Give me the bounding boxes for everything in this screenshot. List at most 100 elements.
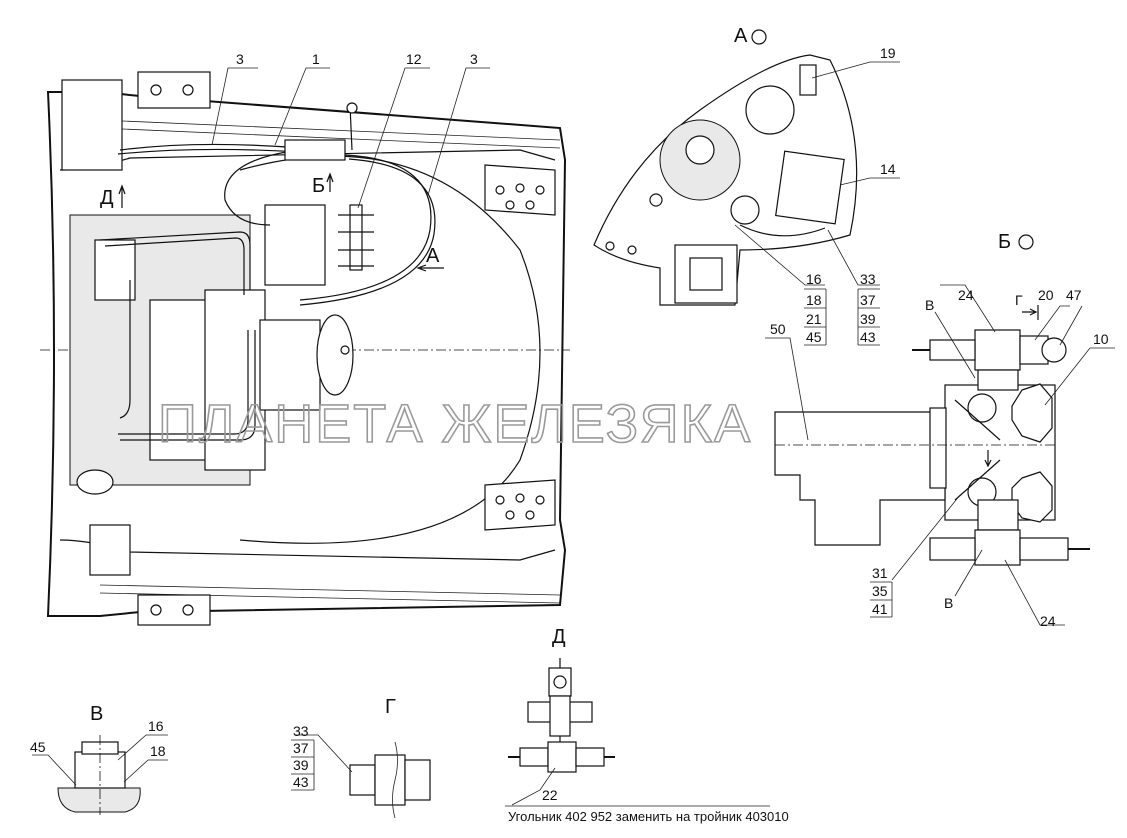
leader-47 xyxy=(1059,305,1083,346)
bolt xyxy=(182,84,194,96)
detail-V-title: В xyxy=(90,703,103,725)
leader-stack-31 xyxy=(891,494,961,581)
stack-right-3: 39 xyxy=(860,311,876,327)
leader-10 xyxy=(1044,347,1115,406)
tube xyxy=(104,237,245,295)
hose-1 xyxy=(224,149,301,226)
part-22-tee xyxy=(547,741,577,773)
bolt xyxy=(150,84,162,96)
part-50-elbow xyxy=(774,411,946,546)
part-24-top xyxy=(974,329,1021,371)
G-stack-2: 37 xyxy=(293,740,309,756)
callout-19: 19 xyxy=(880,45,896,61)
pipe-top-left xyxy=(929,339,976,361)
G-stack-1: 33 xyxy=(293,723,309,739)
stack-3: 41 xyxy=(872,601,888,617)
flange xyxy=(316,314,354,396)
fitting-bottom-nut xyxy=(977,499,1019,531)
view-arrow-D xyxy=(118,184,126,208)
part-12 xyxy=(349,204,363,271)
view-A-cable xyxy=(739,224,826,237)
leader-50 xyxy=(765,337,809,441)
stack-2: 35 xyxy=(872,583,888,599)
mount-top xyxy=(137,71,211,109)
callout-47: 47 xyxy=(1066,287,1082,303)
tube xyxy=(118,330,249,435)
view-B: Б 24 В Г 20 47 10 xyxy=(765,231,1115,629)
leader-24-bottom xyxy=(1004,559,1065,626)
view-A: А 19 14 16 18 21 45 33 37 39 43 xyxy=(593,25,900,346)
leader-24-top xyxy=(940,284,996,333)
stack-right-2: 37 xyxy=(860,292,876,308)
tube xyxy=(119,280,131,419)
detail-D-right xyxy=(575,747,605,767)
G-stack-4: 43 xyxy=(293,774,309,790)
view-A-symbol xyxy=(751,29,767,45)
mount-bottom xyxy=(137,594,211,626)
stack-left-3: 21 xyxy=(806,311,822,327)
view-A-hub xyxy=(685,135,715,165)
drain-plug xyxy=(76,469,114,495)
callout-22: 22 xyxy=(542,787,558,803)
detail-V: В 45 16 18 xyxy=(30,703,168,815)
detail-D-title: Д xyxy=(552,626,566,648)
leader-G-stack xyxy=(295,734,353,773)
rail-stripe-top xyxy=(99,119,561,149)
detail-D-left xyxy=(519,747,549,767)
detail-G: Г 33 37 39 43 xyxy=(291,696,431,819)
valve-block xyxy=(264,204,326,286)
view-A-valve xyxy=(730,195,760,225)
arrow-label-G: Г xyxy=(1015,292,1023,308)
callout-24-bottom: 24 xyxy=(1040,613,1056,629)
leader-16 xyxy=(117,734,168,761)
part-24-bottom xyxy=(974,529,1021,566)
view-arrow-G xyxy=(1022,305,1039,320)
valve-internal xyxy=(954,399,1001,501)
flow-arrow xyxy=(984,450,992,468)
leader-45 xyxy=(32,754,77,786)
callout-20: 20 xyxy=(1038,287,1054,303)
stack-right-frame xyxy=(857,288,880,346)
callout-3: 3 xyxy=(236,51,244,67)
part-14 xyxy=(775,150,845,225)
leader-1 xyxy=(274,67,330,146)
view-A-title: А xyxy=(734,25,748,47)
callout-45: 45 xyxy=(30,739,46,755)
stack-1: 31 xyxy=(872,565,888,581)
bracket-left-bottom xyxy=(89,524,131,576)
G-stack-3: 39 xyxy=(293,757,309,773)
fitting-top-nut xyxy=(977,369,1019,391)
tube xyxy=(99,231,251,290)
leader-stack-left xyxy=(734,224,825,286)
leader-22 xyxy=(511,767,556,806)
leader-3b xyxy=(427,67,490,196)
hose-3 xyxy=(299,154,432,301)
arrow-label-D: Д xyxy=(100,187,114,209)
stack-left-2: 18 xyxy=(806,292,822,308)
pipe-bottom-left xyxy=(929,537,976,561)
leader-20 xyxy=(1034,305,1070,341)
bolt xyxy=(150,604,162,616)
leader-19 xyxy=(811,61,900,79)
callout-24-top: 24 xyxy=(958,287,974,303)
stack-left-frame xyxy=(804,288,827,346)
callout-18: 18 xyxy=(150,743,166,759)
leader-18 xyxy=(123,759,168,783)
stack-left-1: 16 xyxy=(806,271,822,287)
hose-3b xyxy=(299,158,436,306)
detail-D-top-fitting xyxy=(548,667,572,697)
connector-1 xyxy=(284,139,346,161)
callout-10: 10 xyxy=(1093,331,1109,347)
stack-left-4: 45 xyxy=(806,329,822,345)
detail-G-title: Г xyxy=(385,696,396,718)
tube xyxy=(120,330,256,441)
bolt xyxy=(182,604,194,616)
plate-top-right xyxy=(484,164,556,216)
leader-stack-right xyxy=(827,229,880,286)
part-50-flange xyxy=(929,407,947,489)
stack-right-1: 33 xyxy=(860,271,876,287)
view-B-title: Б xyxy=(998,231,1011,253)
gearbox-part xyxy=(94,239,136,301)
